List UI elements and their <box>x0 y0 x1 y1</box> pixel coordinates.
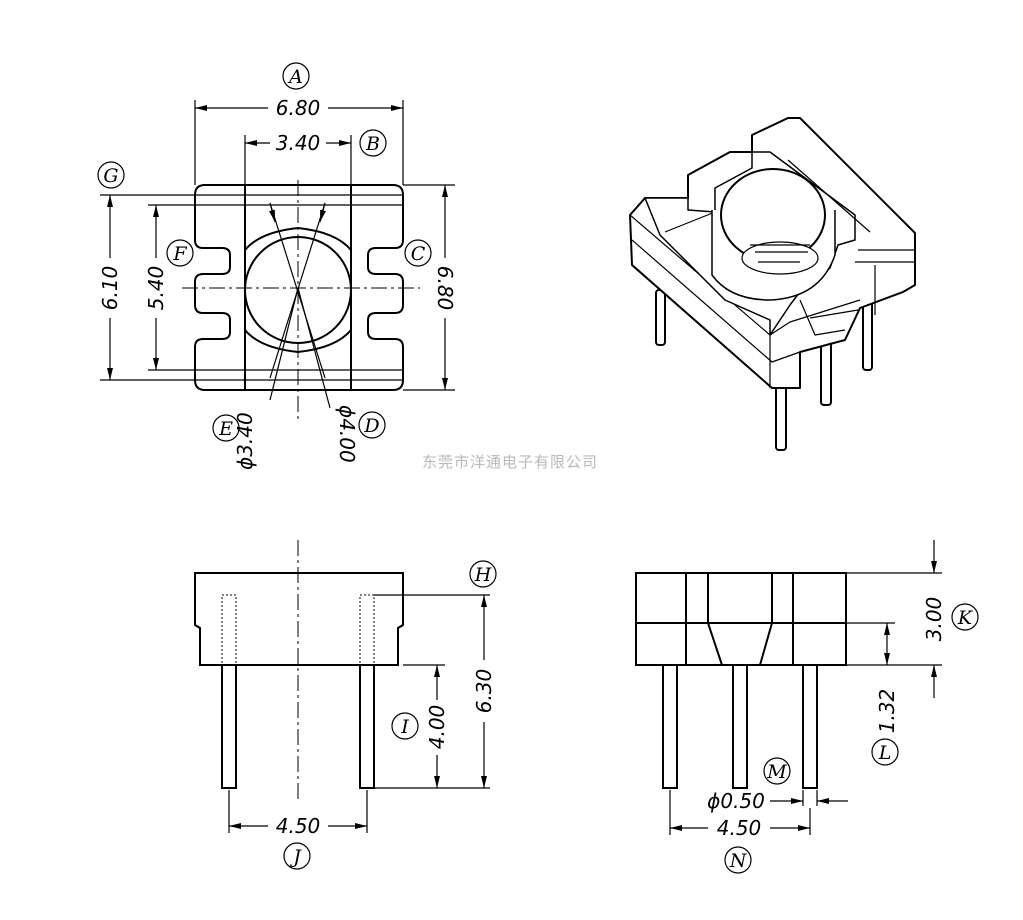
top-view-outline <box>194 184 404 391</box>
dim-l-value: 1.32 <box>875 689 899 734</box>
dim-h-value: 6.30 <box>472 669 496 714</box>
dim-c-value: 6.80 <box>433 266 457 311</box>
callout-a: A <box>287 66 303 88</box>
callout-e: E <box>218 418 233 440</box>
dim-d-value: ϕ4.00 <box>335 405 359 463</box>
callout-d: D <box>363 415 379 437</box>
callout-g: G <box>103 165 118 187</box>
dim-b-value: 3.40 <box>276 131 321 155</box>
callout-c: C <box>411 243 426 265</box>
dim-g-value: 6.10 <box>98 266 122 311</box>
front-view: 6.30 H 4.00 I 4.50 J <box>194 540 497 870</box>
side-view: 3.00 K 1.32 L ϕ0.50 M 4.50 N <box>635 540 979 874</box>
dim-f-value: 5.40 <box>144 266 168 311</box>
dim-a-value: 6.80 <box>276 96 321 120</box>
callout-k: K <box>957 607 974 629</box>
dim-i-value: 4.00 <box>425 705 449 750</box>
callout-f: F <box>172 243 187 265</box>
callout-b: B <box>365 133 380 155</box>
company-watermark: 东莞市洋通电子有限公司 <box>422 453 598 471</box>
dim-m-value: ϕ0.50 <box>707 789 765 813</box>
top-view: 6.80 A 3.40 B 6.10 G 5.40 F 6.80 C <box>97 62 457 470</box>
callout-i: I <box>400 716 409 738</box>
callout-l: L <box>878 742 892 764</box>
isometric-view <box>629 117 916 451</box>
callout-n: N <box>729 850 748 872</box>
callout-m: M <box>766 761 787 783</box>
callout-j: J <box>289 846 302 868</box>
callout-h: H <box>474 564 492 586</box>
dim-k-value: 3.00 <box>922 597 946 642</box>
dim-j-value: 4.50 <box>276 814 321 838</box>
dim-n-value: 4.50 <box>717 816 762 840</box>
